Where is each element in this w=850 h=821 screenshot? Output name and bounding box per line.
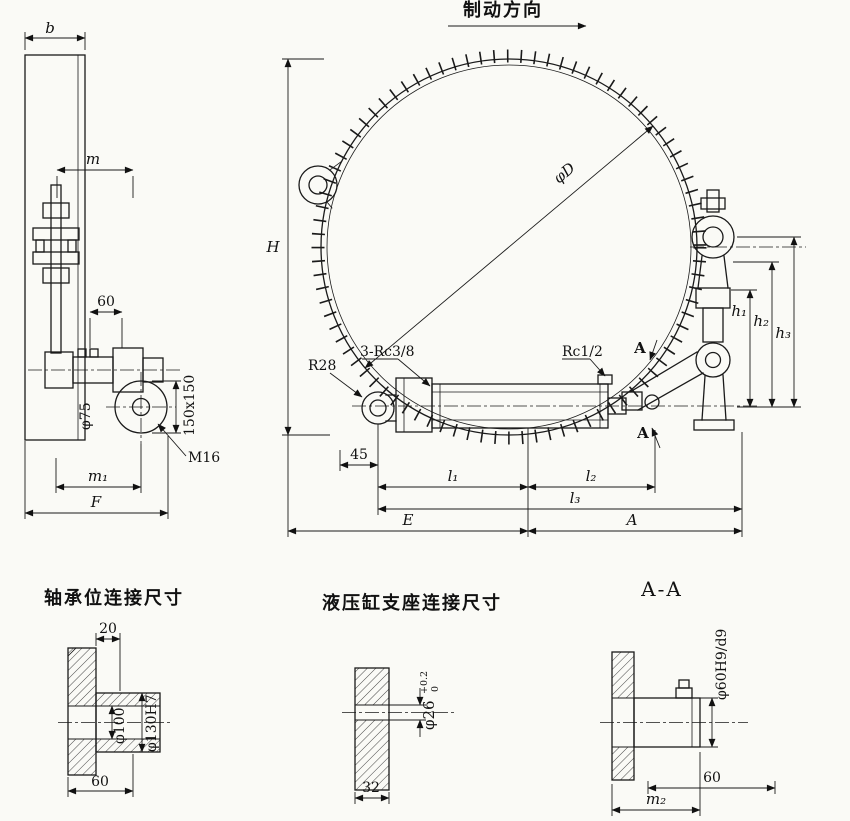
detail-cylinder-support: 液压缸支座连接尺寸 φ26 +0.2 0 32 — [322, 592, 502, 804]
h-dimensions: h₁ h₂ h₃ — [731, 236, 801, 408]
direction-label: 制动方向 — [463, 0, 543, 21]
section-mark-a-top: A — [633, 339, 646, 357]
dim-label-m16: M16 — [188, 450, 220, 466]
dim-label-60-left: 60 — [97, 294, 115, 310]
detail-section-aa: A-A φ60H9/d9 60 m₂ — [600, 577, 776, 816]
cylinder-callouts: R28 3-Rc3/8 Rc1/2 A A — [308, 339, 661, 449]
dim-label-m2: m₂ — [646, 790, 666, 808]
dim-label-R28: R28 — [308, 358, 336, 374]
detail-section-title: A-A — [640, 577, 683, 601]
dim-label-F: F — [90, 493, 102, 511]
dim-label-phi100: φ100 — [112, 707, 128, 744]
lever-assembly — [629, 189, 735, 431]
direction-arrow: 制动方向 — [448, 0, 587, 30]
dim-label-60-bearing: 60 — [91, 774, 109, 790]
dim-label-l1: l₁ — [448, 467, 459, 485]
dim-label-60-section: 60 — [703, 770, 721, 786]
dim-label-rc38: 3-Rc3/8 — [360, 344, 415, 360]
dim-label-20: 20 — [99, 621, 117, 637]
brake-drum — [298, 49, 806, 445]
dim-label-b: b — [45, 19, 55, 37]
dim-label-phi130h7: φ130H7 — [144, 694, 160, 752]
dim-label-m1: m₁ — [88, 467, 108, 485]
dim-label-l2: l₂ — [586, 467, 597, 485]
dim-label-phi26: φ26 — [420, 700, 438, 730]
detail-support-title: 液压缸支座连接尺寸 — [322, 592, 502, 614]
dim-label-32: 32 — [362, 780, 380, 796]
dim-label-rc12: Rc1/2 — [562, 344, 603, 360]
dim-label-phi26-tol-lower: 0 — [430, 686, 441, 692]
dim-label-m: m — [86, 150, 100, 168]
detail-bearing-title: 轴承位连接尺寸 — [44, 587, 184, 609]
dim-label-E: E — [402, 511, 414, 529]
dim-label-150x150: 150x150 — [182, 375, 198, 436]
dim-label-phi60h9d9: φ60H9/d9 — [714, 629, 730, 700]
dim-label-h1: h₁ — [731, 302, 747, 320]
dim-label-phi75: φ75 — [78, 402, 94, 430]
height-dimension: H — [265, 58, 330, 436]
dim-label-45: 45 — [350, 447, 368, 463]
detail-bearing: 轴承位连接尺寸 20 φ100 φ130H7 60 — [44, 587, 184, 797]
left-dimensions: b m 60 φ75 150x150 M16 m₁ F — [24, 19, 220, 519]
bottom-dimensions: 45 l₁ l₂ l₃ E A — [287, 424, 743, 537]
dim-label-h2: h₂ — [753, 312, 769, 330]
section-mark-a-bottom: A — [636, 424, 649, 442]
dim-label-h3: h₃ — [775, 324, 791, 342]
dim-label-A: A — [625, 511, 638, 529]
dim-label-phi26-tol-upper: +0.2 — [419, 671, 430, 694]
dim-label-H: H — [265, 238, 280, 256]
left-bracket-assembly — [24, 54, 180, 444]
dim-label-l3: l₃ — [570, 489, 581, 507]
